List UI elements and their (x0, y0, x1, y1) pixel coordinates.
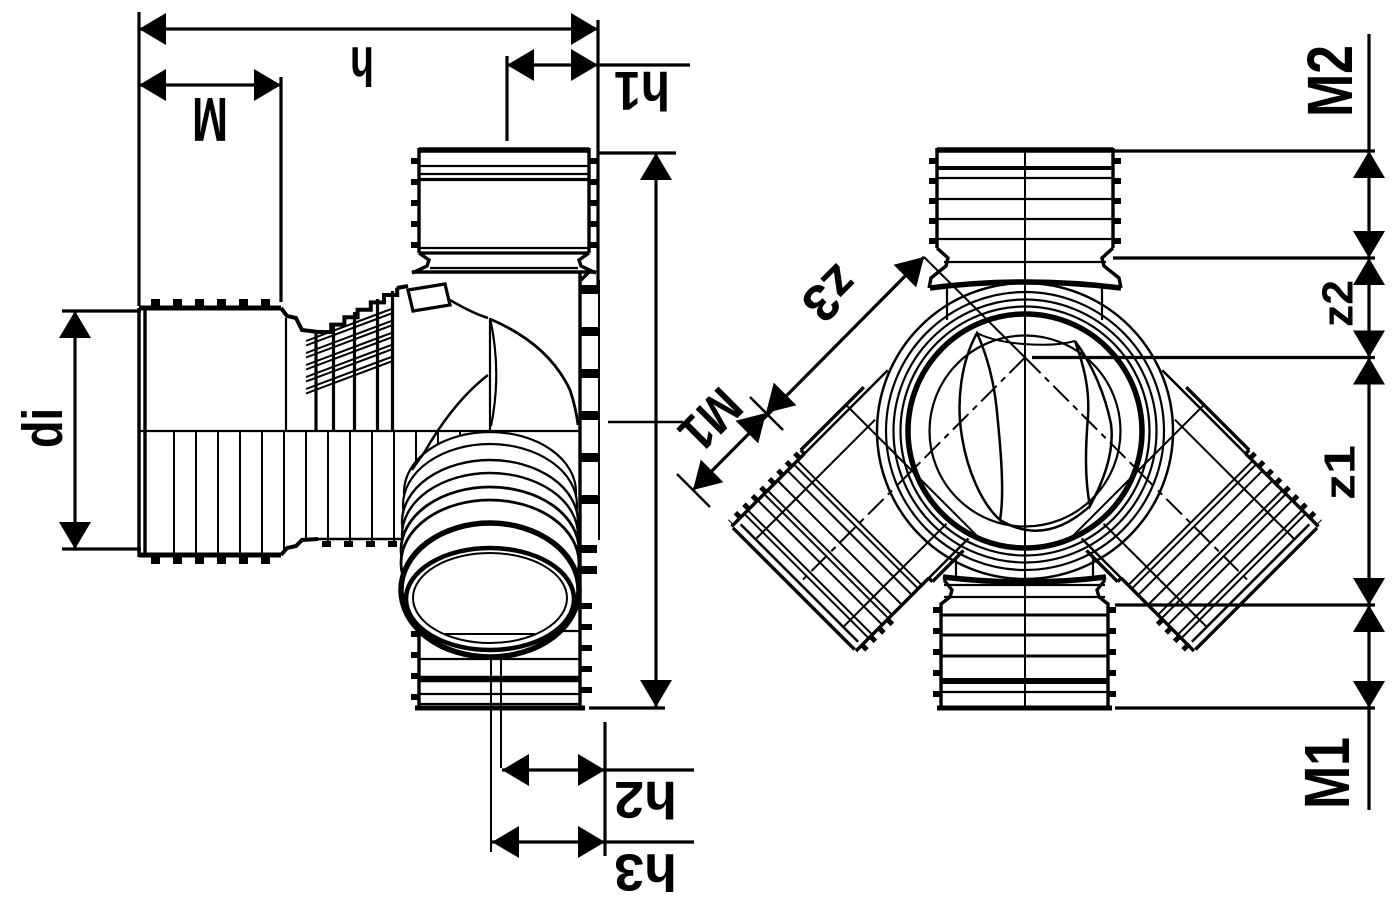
svg-text:di: di (11, 408, 75, 448)
svg-text:h3: h3 (614, 843, 677, 900)
svg-text:M: M (192, 84, 228, 153)
svg-text:h1: h1 (614, 60, 670, 122)
svg-text:z2: z2 (1314, 280, 1363, 327)
svg-text:h2: h2 (614, 770, 677, 828)
svg-text:z1: z1 (1316, 445, 1365, 500)
svg-text:M2: M2 (1294, 45, 1366, 117)
svg-text:M1: M1 (1291, 737, 1363, 809)
svg-text:h: h (350, 36, 374, 98)
